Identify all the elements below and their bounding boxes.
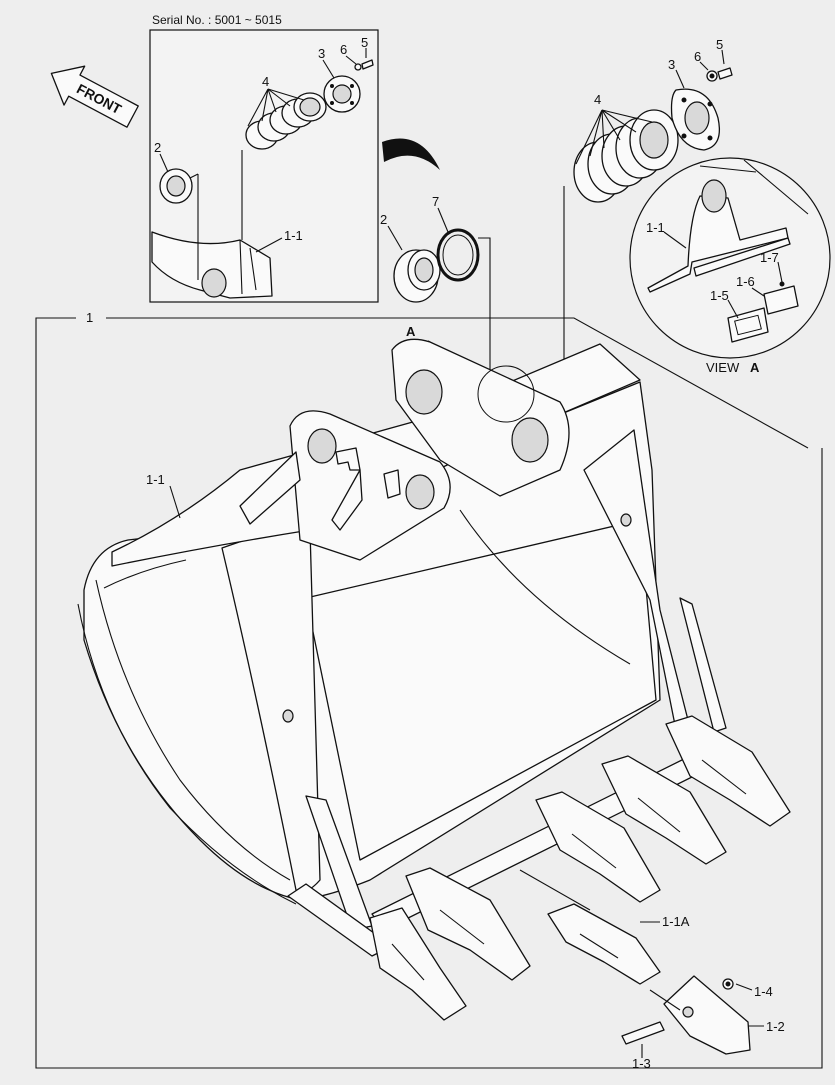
bucket-floor: [305, 519, 657, 861]
callout-1-4: 1-4: [754, 984, 773, 999]
callout-view-1-1: 1-1: [646, 220, 665, 235]
view-boss-plate: [647, 195, 789, 293]
bucket-teeth: [369, 715, 791, 1058]
o-ring-7: [436, 228, 480, 282]
bolt-5: [717, 67, 733, 80]
tooth-1: [369, 907, 467, 1021]
tooth-2: [405, 867, 531, 981]
callout-inset-2: 2: [154, 140, 161, 155]
inset-washer-6: [354, 63, 362, 71]
pin-1-3: [621, 1021, 665, 1045]
callout-main-1-1: 1-1: [146, 472, 165, 487]
inset-bolt-5: [361, 59, 374, 70]
callout-main-3: 3: [668, 57, 675, 72]
callout-inset-5: 5: [361, 35, 368, 50]
callout-main-2: 2: [380, 212, 387, 227]
callout-1-2: 1-2: [766, 1019, 785, 1034]
callout-inset-6: 6: [340, 42, 347, 57]
callout-main-5: 5: [716, 37, 723, 52]
callout-1-3: 1-3: [632, 1056, 651, 1071]
view-a-detail: 1-1 1-7 1-6 1-5: [629, 157, 831, 359]
cover-plate-3: [670, 88, 721, 151]
callout-view-1-7: 1-7: [760, 250, 779, 265]
view-arrow-letter: A: [406, 324, 416, 339]
view-label: VIEW: [706, 360, 740, 375]
inset-plate-3: [323, 75, 361, 113]
callout-view-1-5: 1-5: [710, 288, 729, 303]
tooth-5: [665, 715, 791, 827]
serial-note: Serial No. : 5001 ~ 5015: [152, 13, 282, 27]
callout-inset-4: 4: [262, 74, 269, 89]
inset-boss-hole: [201, 268, 227, 298]
view-letter: A: [750, 360, 760, 375]
exploded-tooth-1-2: [663, 975, 751, 1055]
tooth-3: [535, 791, 661, 903]
callout-view-1-6: 1-6: [736, 274, 755, 289]
callout-main-4: 4: [594, 92, 601, 107]
view-pin-1-7: [779, 281, 785, 287]
exploded-adapter-1-1A: [547, 903, 661, 985]
view-lug-bar: [693, 237, 791, 277]
front-arrow: FRONT: [50, 65, 139, 128]
callout-main-6: 6: [694, 49, 701, 64]
callout-main-7: 7: [432, 194, 439, 209]
detail-circle-a: [477, 365, 535, 423]
curved-arrow: [382, 138, 440, 170]
callout-main-1: 1: [86, 310, 93, 325]
assembly-frame: [35, 317, 823, 1069]
callout-inset-3: 3: [318, 46, 325, 61]
callout-inset-1-1: 1-1: [284, 228, 303, 243]
bushing-2: [393, 249, 441, 303]
serial-inset: Serial No. : 5001 ~ 5015: [149, 13, 379, 303]
view-pad-1-6: [763, 285, 799, 315]
tooth-4: [601, 755, 727, 865]
shims-4: [573, 109, 679, 203]
callout-1-1A: 1-1A: [662, 914, 690, 929]
